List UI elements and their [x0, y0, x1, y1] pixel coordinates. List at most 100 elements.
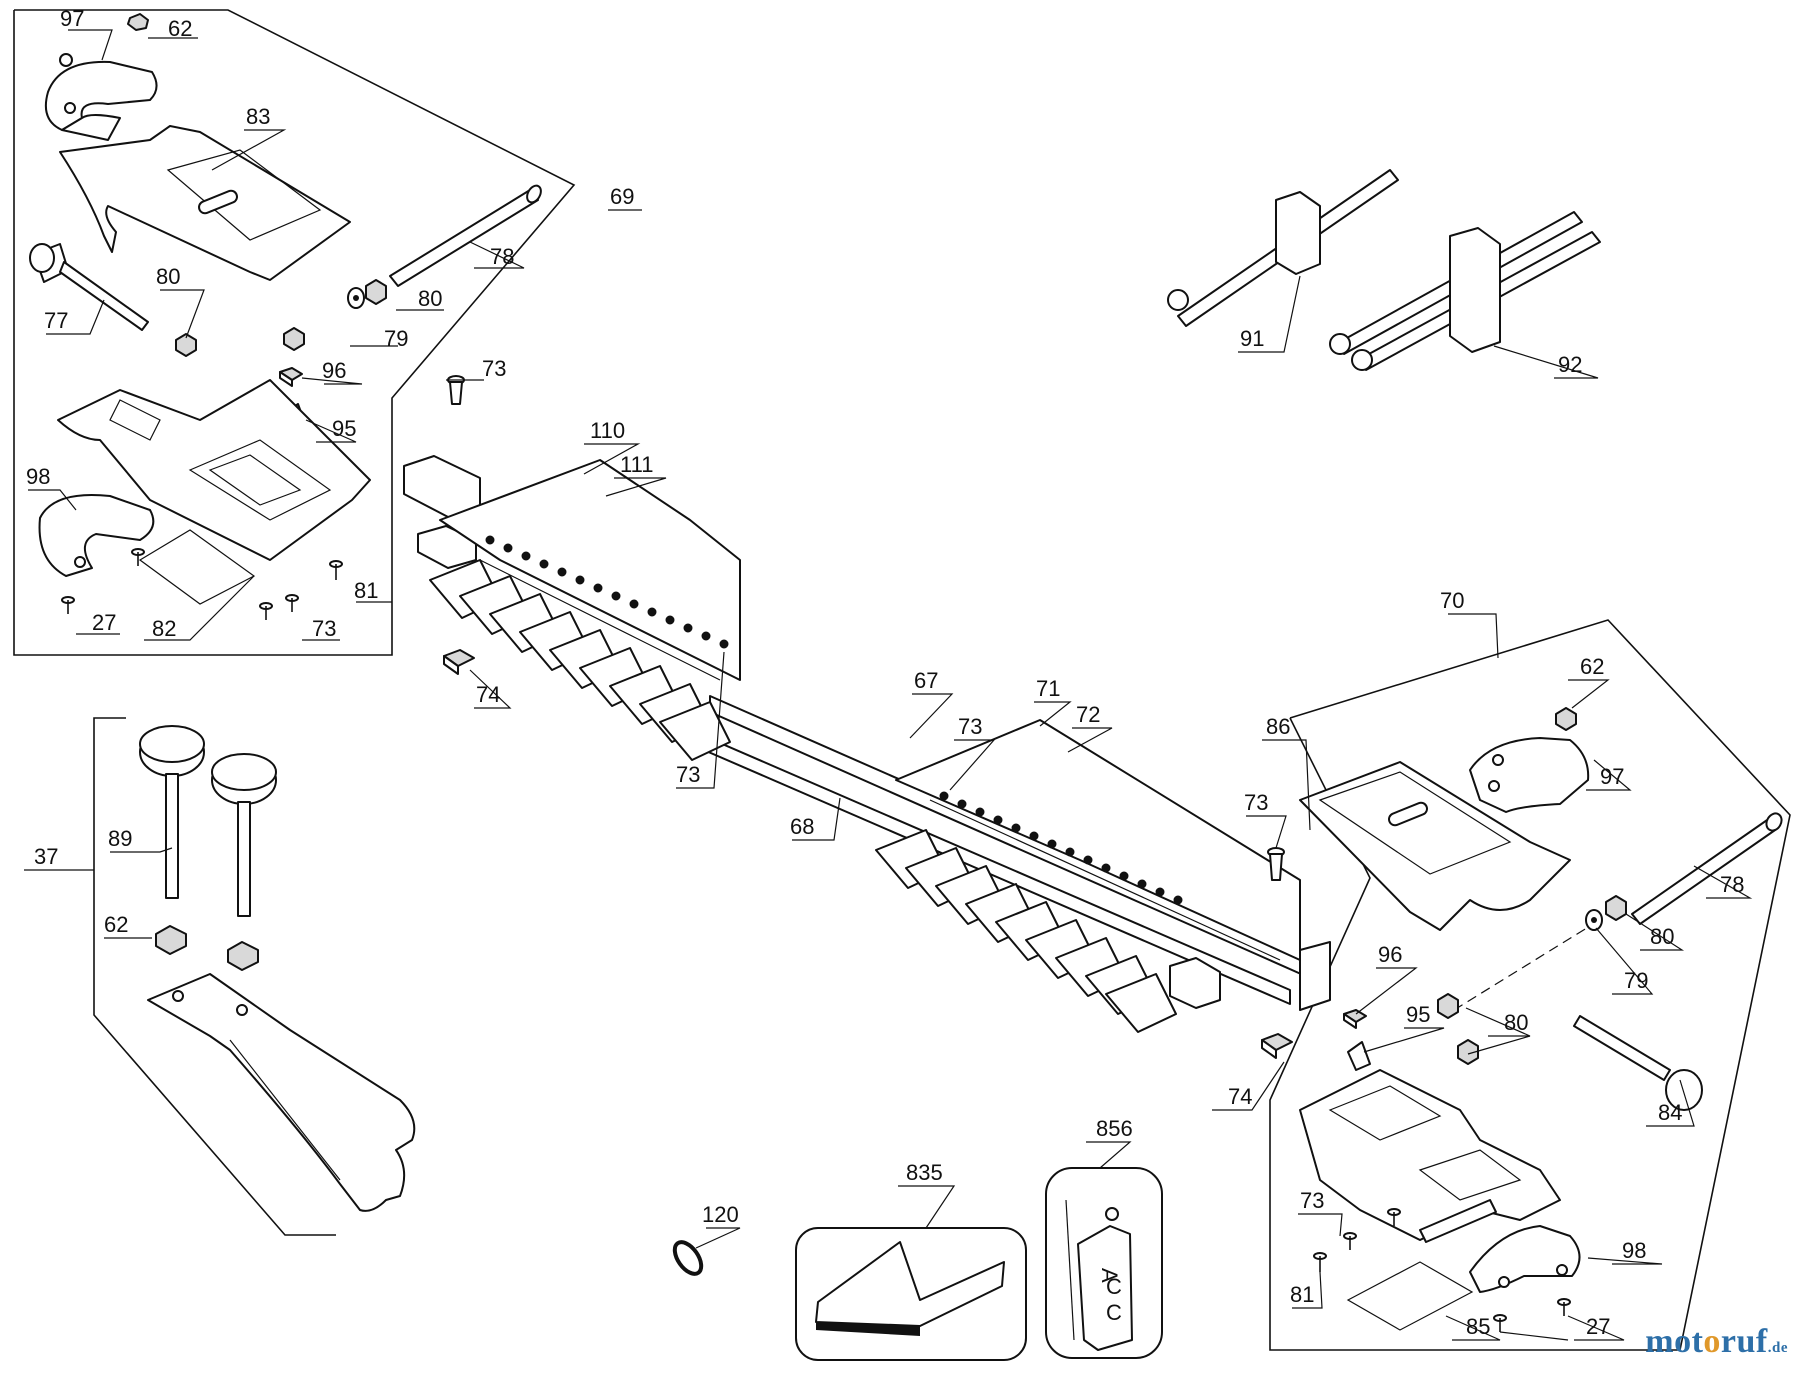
part-78-rod-right [1631, 812, 1783, 925]
label-89: 89 [108, 826, 132, 851]
part-120-o-ring [672, 1240, 704, 1276]
logo-part-3: ruf [1720, 1323, 1768, 1360]
label-80: 80 [1650, 924, 1674, 949]
card-text-letter-1: A [1097, 1268, 1122, 1283]
part-73-screw-right [1267, 847, 1285, 881]
part-73-rivet-row-left [485, 535, 729, 649]
part-73-rivet-row-right [939, 791, 1183, 905]
part-111-blade-comb-left [439, 459, 741, 681]
part-80-nut-d [1605, 895, 1627, 921]
part-89-knob-b [211, 753, 277, 917]
part-91-stop-block [1167, 169, 1399, 327]
label-835: 835 [906, 1160, 943, 1185]
part-83-base-plate [59, 125, 351, 281]
part-screw-81b [1313, 1252, 1327, 1272]
card-text-letter-3: C [1106, 1300, 1122, 1325]
label-84: 84 [1658, 1100, 1682, 1125]
watermark-logo: motoruf.de [1645, 1323, 1788, 1361]
part-98-clamp-right [1469, 1225, 1581, 1293]
label-83: 83 [246, 104, 270, 129]
part-housing-right [1299, 1069, 1561, 1243]
part-89-knob-a [139, 725, 205, 899]
part-96-square-nut-a [279, 367, 303, 387]
label-62: 62 [1580, 654, 1604, 679]
part-80-nut-f [1457, 1039, 1479, 1065]
part-37-bracket [147, 973, 416, 1212]
part-79-washer-b [1585, 909, 1603, 931]
part-labels: 97 62 83 69 78 80 80 77 79 96 73 95 98 8… [26, 6, 1744, 1339]
label-110: 110 [590, 418, 625, 443]
group-69-outline [13, 9, 576, 656]
label-80: 80 [1504, 1010, 1528, 1035]
part-housing-left [57, 379, 371, 561]
part-74-square-nut-b [1261, 1033, 1293, 1059]
label-97: 97 [1600, 764, 1624, 789]
label-70: 70 [1440, 588, 1464, 613]
part-screw-82a [259, 602, 273, 620]
label-85: 85 [1466, 1314, 1490, 1339]
part-92-stop-block-double [1329, 211, 1601, 371]
label-77: 77 [44, 308, 68, 333]
label-27: 27 [92, 610, 116, 635]
label-80: 80 [156, 264, 180, 289]
label-80: 80 [418, 286, 442, 311]
part-screw-27c [1557, 1298, 1571, 1316]
label-68: 68 [790, 814, 814, 839]
label-27: 27 [1586, 1314, 1610, 1339]
group-70-outline [1269, 619, 1791, 1351]
label-73: 73 [958, 714, 982, 739]
label-74: 74 [1228, 1084, 1252, 1109]
label-96: 96 [322, 358, 346, 383]
logo-tld: .de [1767, 1340, 1788, 1356]
label-62: 62 [168, 16, 192, 41]
label-73: 73 [1244, 790, 1268, 815]
label-62: 62 [104, 912, 128, 937]
part-72-blade-comb-right [895, 719, 1301, 961]
part-97-clamp-top [44, 53, 158, 141]
label-72: 72 [1076, 702, 1100, 727]
label-120: 120 [702, 1202, 739, 1227]
part-62-nut-d [1555, 707, 1577, 731]
part-screw-81a [329, 560, 343, 580]
part-80-nut-a [175, 333, 197, 357]
part-96-square-nut-b [1343, 1009, 1367, 1029]
assembly-dashed-line [1453, 925, 1591, 1011]
label-95: 95 [332, 416, 356, 441]
label-81: 81 [354, 578, 378, 603]
label-95: 95 [1406, 1002, 1430, 1027]
label-86: 86 [1266, 714, 1290, 739]
part-62-nut-b [155, 925, 187, 955]
logo-part-1: mot [1645, 1323, 1704, 1360]
part-screw-81c [1343, 1232, 1357, 1250]
group-37-bracket [93, 717, 336, 1236]
label-79: 79 [384, 326, 408, 351]
part-80-nut-c [365, 279, 387, 305]
label-74: 74 [476, 682, 500, 707]
part-62-nut-c [227, 941, 259, 971]
part-85-label-sheet [1346, 1261, 1474, 1331]
label-97: 97 [60, 6, 84, 31]
part-77-pin [29, 243, 149, 331]
label-92: 92 [1558, 352, 1582, 377]
part-86-base-plate [1299, 761, 1571, 931]
label-73: 73 [482, 356, 506, 381]
part-screw-27a [61, 596, 75, 614]
label-79: 79 [1624, 968, 1648, 993]
part-95-clip-b [1347, 1041, 1371, 1071]
label-81: 81 [1290, 1282, 1314, 1307]
label-78: 78 [1720, 872, 1744, 897]
part-screw-73a [285, 594, 299, 612]
part-835-manual [795, 1227, 1027, 1361]
part-78-rod-top [389, 184, 542, 287]
part-71-blade-teeth-right [875, 829, 1177, 1033]
part-80-nut-b [283, 327, 305, 351]
part-screw-73b [1387, 1208, 1401, 1226]
logo-part-2: o [1703, 1323, 1721, 1360]
leader-lines [24, 29, 1753, 1341]
part-98-clamp-bottom [38, 493, 155, 577]
label-111: 111 [620, 452, 653, 477]
label-69: 69 [610, 184, 634, 209]
label-96: 96 [1378, 942, 1402, 967]
label-37: 37 [34, 844, 58, 869]
part-67-rail-left-end [403, 455, 481, 569]
